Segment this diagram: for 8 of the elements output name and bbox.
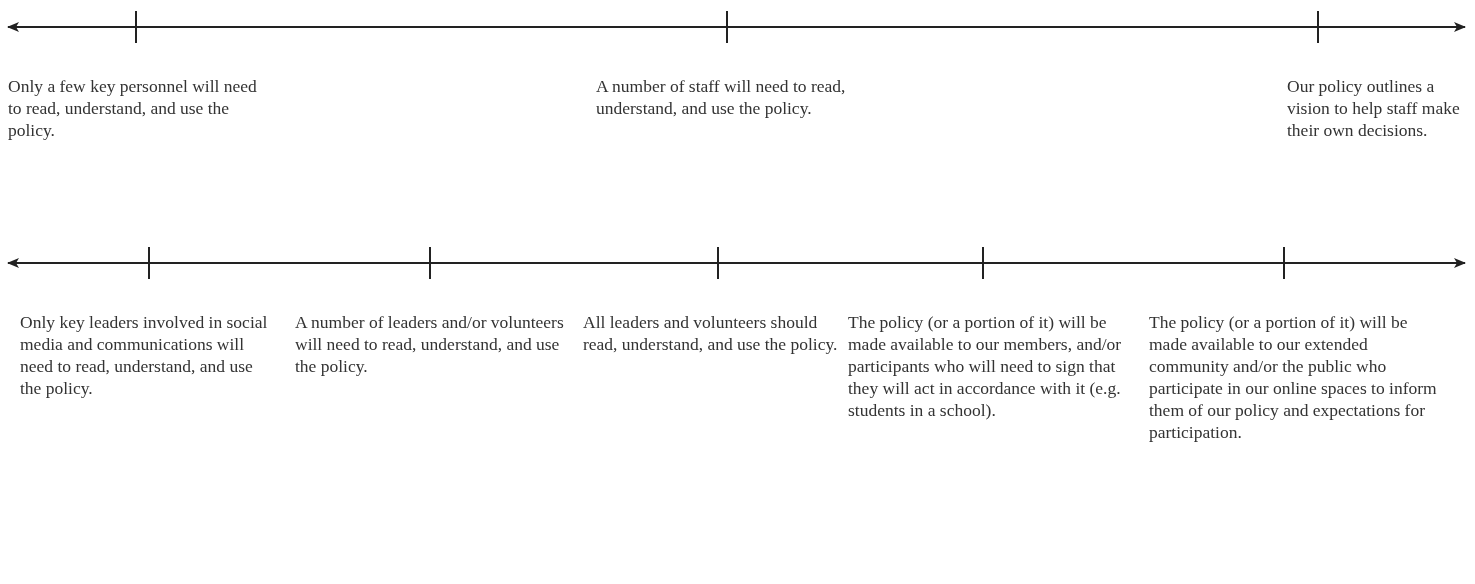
scale-description: A number of leaders and/or volunteers will need to read, understand, and use the policy. [295, 311, 565, 377]
scale-description: All leaders and volunteers should read, understand, and use the policy. [583, 311, 839, 355]
scale-description: Only a few key personnel will need to read, understand, and use the policy. [8, 75, 258, 141]
scale-description: The policy (or a portion of it) will be made available to our extended community and/or the public who participate in our online spaces to inform them of our policy and expectations for participation. [1149, 311, 1438, 443]
scale-description: Our policy outlines a vision to help staff make their own decisions. [1287, 75, 1461, 141]
scale-description: The policy (or a portion of it) will be made available to our members, and/or participants who will need to sign that they will act in accordance with it (e.g. students in a school). [848, 311, 1123, 421]
scale-description: Only key leaders involved in social media and communications will need to read, understand, and use the policy. [20, 311, 269, 399]
scale-description: A number of staff will need to read, understand, and use the policy. [596, 75, 847, 119]
